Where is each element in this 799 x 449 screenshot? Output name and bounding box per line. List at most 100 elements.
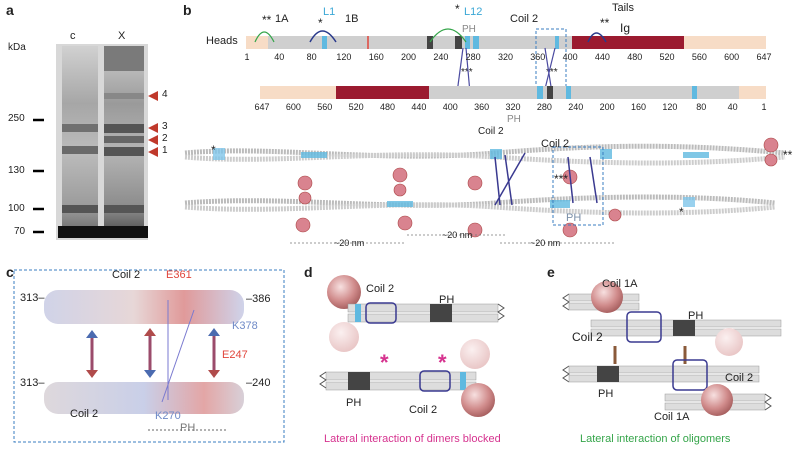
distance-2: ~20 nm <box>442 230 473 240</box>
top-tick-13: 520 <box>659 52 675 62</box>
bottom-tick-5: 440 <box>411 102 427 112</box>
western-blot <box>33 44 158 240</box>
top-tick-11: 440 <box>594 52 610 62</box>
block-bottom-4 <box>692 86 697 99</box>
coil-loop-e1 <box>626 311 662 343</box>
coil1a-label-top: Coil 1A <box>602 278 638 290</box>
block-bottom-1 <box>537 86 543 99</box>
crosslink-2 <box>465 47 471 94</box>
coil2-label-d1: Coil 2 <box>366 283 395 295</box>
coil2-top-label-c: Coil 2 <box>112 269 141 281</box>
residue-240: –240 <box>246 377 271 389</box>
l12-label: L12 <box>464 6 483 18</box>
filament-mark-triple: *** <box>554 172 569 186</box>
bottom-tick-15: 40 <box>727 102 738 112</box>
mark-double-2: ** <box>600 16 610 30</box>
filament-row-top <box>184 143 786 166</box>
lane-x-label: X <box>118 30 126 42</box>
head-ball-1 <box>327 275 361 309</box>
marker-100: 100 <box>8 203 25 214</box>
top-tick-7: 280 <box>465 52 481 62</box>
lower-coil2-label: Coil 2 <box>478 126 504 137</box>
ig-domain-bottom <box>336 86 429 99</box>
coil2-loop-2 <box>419 370 451 392</box>
ph-top-label: PH <box>462 24 476 35</box>
crosslink-4 <box>543 47 556 94</box>
crosslink-3 <box>544 47 553 94</box>
head-ball-faded-2 <box>460 339 490 369</box>
l12-block-top <box>465 36 470 49</box>
head-ball-e1 <box>591 281 623 313</box>
coil2-label-d2: Coil 2 <box>409 404 438 416</box>
distance-3: ~20 nm <box>530 238 561 248</box>
residue-313-top: 313– <box>20 292 45 304</box>
coil1-segment-top <box>268 36 408 49</box>
bottom-tick-2: 560 <box>317 102 333 112</box>
loop-green-1 <box>254 31 275 43</box>
band-x-1 <box>104 147 144 156</box>
ph-block-e2 <box>597 366 619 382</box>
filament-mark-single: * <box>211 143 216 157</box>
mark-triple-2: *** <box>546 67 558 78</box>
ig-heads <box>295 137 779 238</box>
band-label-4: 4 <box>162 89 168 100</box>
panel-c-frame <box>13 269 285 443</box>
e247-label: E247 <box>222 349 248 361</box>
coil2-segment-top <box>408 36 573 49</box>
filament-highlight-box <box>552 146 604 226</box>
coil-1a-label: 1A <box>275 13 289 25</box>
salt-bridge-line-2 <box>161 309 195 403</box>
arrow-1 <box>148 147 158 157</box>
heads-label: Heads <box>206 35 238 47</box>
bottom-tick-8: 320 <box>505 102 521 112</box>
bottom-tick-11: 200 <box>599 102 615 112</box>
top-tick-14: 560 <box>691 52 707 62</box>
arrow-3 <box>148 123 158 133</box>
coil-loop-e2 <box>672 359 708 391</box>
bottom-tick-0: 647 <box>254 102 270 112</box>
ph-block-top-1 <box>455 36 462 49</box>
loop-blue-1 <box>309 30 337 43</box>
filament-mark-double: ** <box>783 148 793 162</box>
head-ball-e2 <box>701 384 733 416</box>
panel-b-letter: b <box>183 2 192 18</box>
panel-c-letter: c <box>6 264 14 280</box>
crosslink-1 <box>456 47 464 94</box>
scale-bars <box>290 234 615 244</box>
filament-mark-single-2: * <box>679 205 684 219</box>
top-tick-1: 40 <box>274 52 285 62</box>
loop-green-2 <box>429 28 467 43</box>
top-tick-3: 120 <box>336 52 352 62</box>
band-x-100 <box>104 205 144 213</box>
bottom-tick-1: 600 <box>285 102 301 112</box>
bottom-tick-6: 400 <box>442 102 458 112</box>
panel-a-letter: a <box>6 2 14 18</box>
l1-label: L1 <box>323 6 336 18</box>
ph-block-top-2 <box>473 36 479 49</box>
coil-1b-label: 1B <box>345 13 359 25</box>
top-tick-9: 360 <box>530 52 546 62</box>
mark-double-1: ** <box>262 13 272 27</box>
residue-313-bottom: 313– <box>20 377 45 389</box>
oligomer-schematic <box>562 281 782 416</box>
ph-block-d1 <box>430 304 452 322</box>
tails-label: Tails <box>612 2 635 14</box>
ph-block-d2 <box>348 372 370 390</box>
coil2-label-e-right: Coil 2 <box>725 372 754 384</box>
top-tick-12: 480 <box>627 52 643 62</box>
band-x-3 <box>104 124 144 133</box>
mark-triple-1: *** <box>461 67 473 78</box>
band-70 <box>58 226 148 238</box>
filament-coil2-label: Coil 2 <box>541 138 570 150</box>
ph-block-e1 <box>673 320 695 336</box>
coil2-label-e-left: Coil 2 <box>572 330 603 344</box>
bottom-tick-13: 120 <box>662 102 678 112</box>
band-x-4 <box>104 93 144 99</box>
dimer-schematic: * * <box>319 275 505 417</box>
loop-blue-2 <box>587 32 607 43</box>
bottom-tick-14: 80 <box>696 102 707 112</box>
coil2-surface-bottom <box>44 382 244 414</box>
k378-label: K378 <box>232 320 258 332</box>
bottom-tick-10: 240 <box>568 102 584 112</box>
coil1a-label-bottom: Coil 1A <box>654 411 690 423</box>
